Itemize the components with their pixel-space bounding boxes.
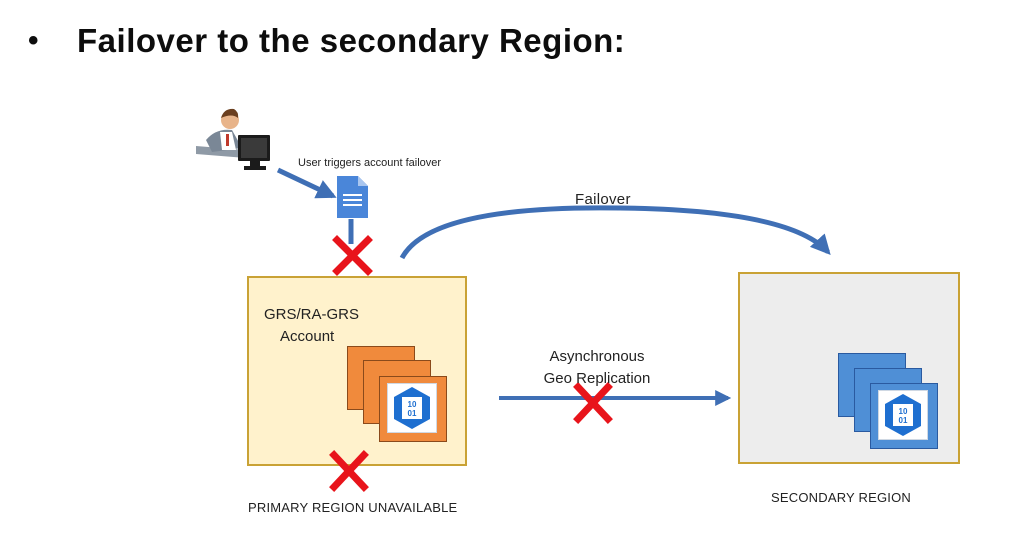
account-label-line1: GRS/RA-GRS [264,306,360,323]
user-action-label: User triggers account failover [298,157,442,169]
slide-title-text: Failover to the secondary Region: [77,22,626,59]
storage-icon-text-top: 10 [408,400,417,409]
replication-label: Asynchronous Geo Replication [522,346,672,390]
user-to-document-arrow [276,167,337,199]
storage-icon-text-top: 10 [899,407,908,416]
cross-mark-icon [573,382,613,424]
account-label-line2: Account [280,328,335,345]
secondary-storage-card-front: 10 01 [870,383,938,449]
account-label: GRS/RA-GRS Account [264,304,359,348]
storage-icon-text-bottom: 01 [899,416,908,425]
replication-label-line2: Geo Replication [543,370,651,387]
cross-mark-icon [332,235,373,276]
primary-region-caption: PRIMARY REGION UNAVAILABLE [248,500,458,515]
slide-title: • Failover to the secondary Region: [28,22,625,60]
failover-label: Failover [575,191,631,208]
failover-arrow [399,205,831,260]
storage-icon-text-bottom: 01 [408,409,417,418]
primary-storage-card-front: 10 01 [379,376,447,442]
document-icon [337,176,368,218]
replication-label-line1: Asynchronous [549,348,645,365]
secondary-region-caption: SECONDARY REGION [771,490,911,505]
bullet-point: • [28,24,40,57]
cross-mark-icon [329,450,369,492]
storage-account-icon: 10 01 [387,383,437,433]
storage-account-icon: 10 01 [878,390,928,440]
user-at-computer-icon [196,108,270,170]
